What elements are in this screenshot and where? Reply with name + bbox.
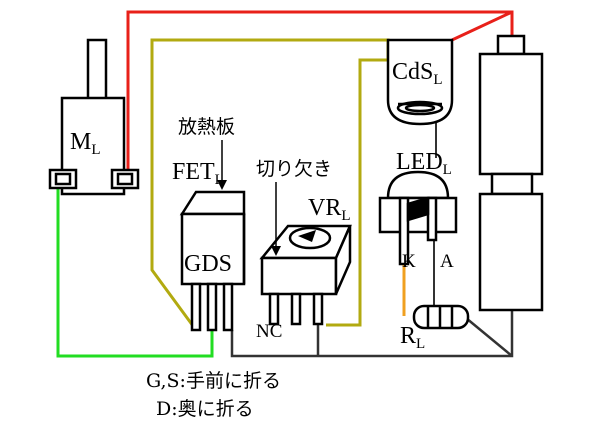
motor-label-sub: L: [91, 142, 101, 158]
notch-label: 切り欠き: [256, 158, 333, 180]
led-label-sub: L: [442, 162, 452, 178]
vr-label-sub: L: [341, 208, 351, 224]
heatsink-label: 放熱板: [178, 116, 236, 138]
note-line-2: D:奥に折る: [156, 398, 254, 420]
led-label: LEDL: [396, 150, 452, 178]
cds-label-sub: L: [433, 72, 443, 88]
motor-label-main: M: [70, 129, 92, 155]
vr-knob-arrow: [298, 230, 316, 242]
resistor-label-main: R: [400, 323, 417, 349]
led-label-main: LED: [396, 149, 443, 175]
led: [378, 170, 458, 266]
vr-label-main: VR: [308, 195, 342, 221]
variable-resistor: [259, 224, 352, 326]
battery-holder: [478, 34, 544, 312]
motor: [48, 38, 140, 196]
green-wire: [56, 186, 214, 358]
ground-wire-resistor: [465, 317, 513, 357]
led-k-label: K: [402, 251, 416, 272]
olive-wire-vr: [326, 58, 388, 327]
ground-wire: [230, 310, 514, 358]
red-wire-cds: [451, 10, 513, 42]
resistor-label-sub: L: [416, 336, 426, 352]
cds-cell: [386, 38, 454, 126]
gds-label: GDS: [184, 251, 233, 277]
fet: [179, 190, 246, 332]
note-line-1: G,S:手前に折る: [146, 370, 281, 392]
fet-label: FETL: [172, 160, 224, 188]
resistor: [412, 304, 470, 330]
fet-label-sub: L: [214, 172, 224, 188]
resistor-label: RL: [400, 324, 425, 352]
fet-label-main: FET: [172, 159, 215, 185]
heatsink-arrowhead: [217, 180, 227, 190]
red-wire: [126, 10, 514, 178]
motor-label: ML: [70, 130, 101, 158]
vr-label: VRL: [308, 196, 351, 224]
cds-label-main: CdS: [392, 59, 434, 85]
notch-arrowhead: [271, 246, 281, 256]
cds-label: CdSL: [392, 60, 443, 88]
led-a-label: A: [440, 251, 454, 272]
nc-label: NC: [256, 321, 283, 342]
